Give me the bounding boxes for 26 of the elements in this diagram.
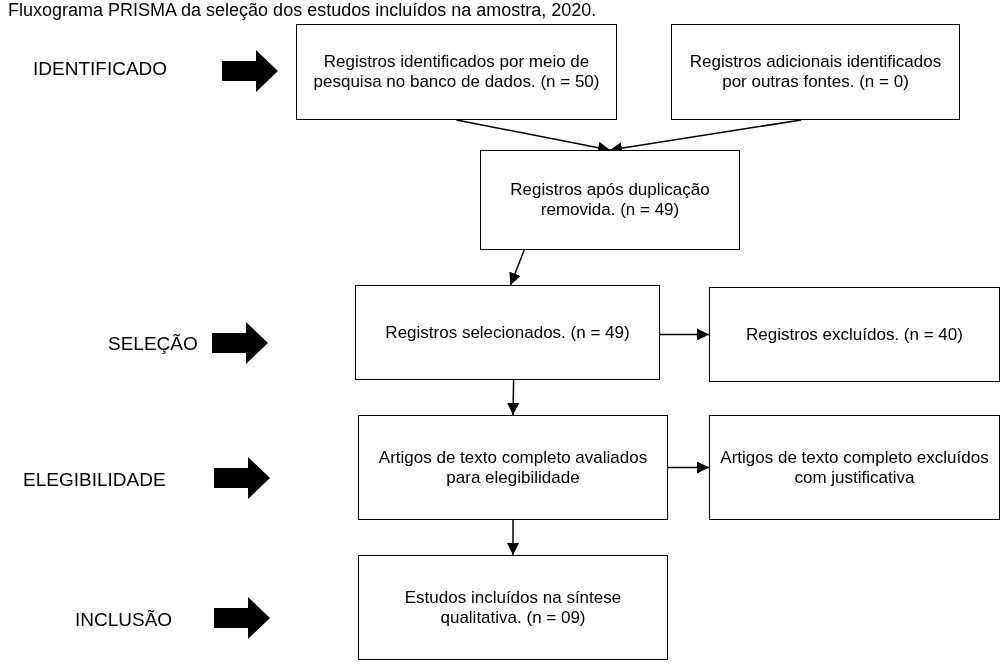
arrow	[507, 519, 519, 556]
stage-label: IDENTIFICADO	[33, 58, 168, 80]
process-box	[358, 555, 668, 660]
box-text: Artigos de texto completo excluídos com justificativa	[719, 447, 990, 488]
figure-title: Fluxograma PRISMA da seleção dos estudos incluídos na amostra, 2020.	[8, 0, 597, 21]
process-box	[480, 150, 740, 250]
arrow	[659, 328, 710, 341]
arrow	[667, 461, 710, 474]
process-box	[355, 285, 660, 380]
process-box	[671, 24, 960, 120]
arrow	[507, 379, 520, 416]
process-box	[709, 415, 1000, 520]
stage-label: ELEGIBILIDADE	[23, 469, 166, 491]
process-box	[709, 287, 1000, 382]
box-text: Registros adicionais identificados por outras fontes. (n = 0)	[688, 52, 943, 92]
arrow	[509, 249, 525, 286]
box-text: Registros identificados por meio de pesquisa no banco de dados. (n = 50)	[312, 52, 601, 92]
stage-label: INCLUSÃO	[75, 609, 173, 631]
stage-label: SELEÇÃO	[108, 333, 198, 355]
process-box	[358, 415, 668, 520]
box-text: Registros selecionados. (n = 49)	[385, 322, 630, 343]
process-box	[296, 24, 617, 120]
box-text: Estudos incluídos na síntese qualitativa. (n = 09)	[403, 587, 623, 628]
box-text: Artigos de texto completo avaliados para elegibilidade	[377, 447, 649, 488]
box-text: Registros após duplicação removida. (n = 49)	[509, 180, 711, 220]
box-text: Registros excluídos. (n = 40)	[746, 324, 963, 345]
